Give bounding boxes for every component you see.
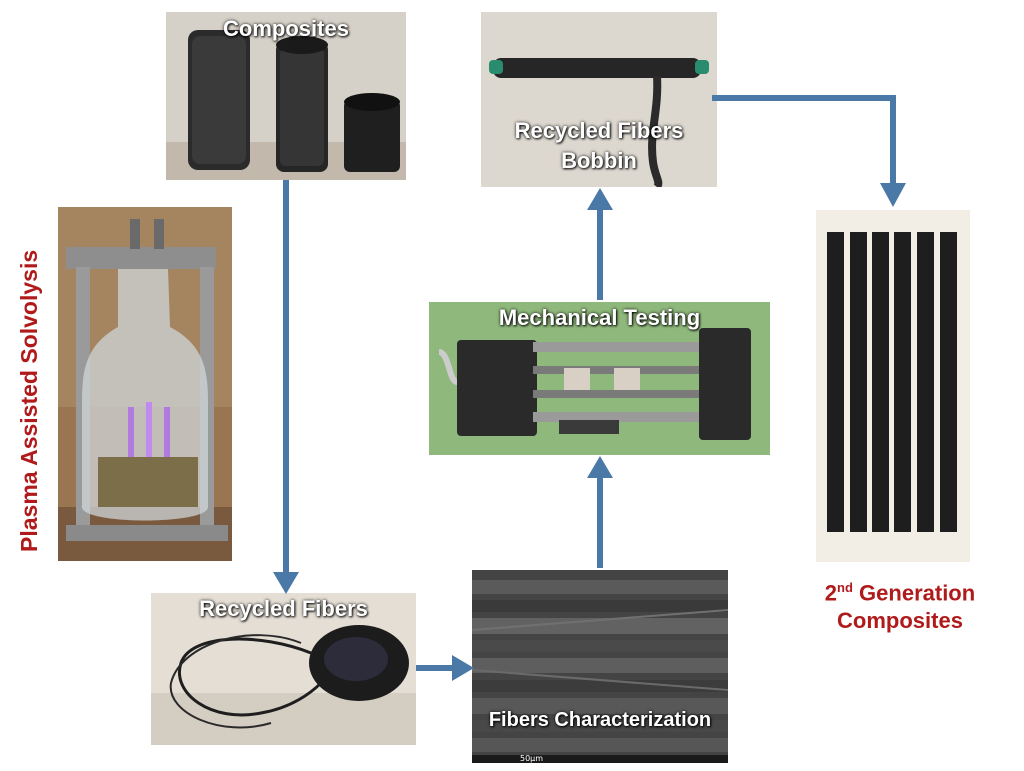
arrow-bobbin-to-second-generation (712, 95, 896, 185)
arrowhead-up-mechanical (587, 456, 613, 478)
mechanical-testing-label: Mechanical Testing (498, 305, 701, 330)
composites-image (166, 12, 406, 180)
bobbin-photo: Recycled Fibers Bobbin (481, 12, 717, 187)
generation-word: Generation (852, 580, 976, 606)
composite-strips-image (816, 210, 970, 562)
recycled-fibers-image (151, 593, 416, 745)
bobbin-label-line2: Bobbin (561, 148, 637, 173)
second-generation-label: 2nd Generation Composites (800, 574, 1000, 635)
second-generation-line1: 2nd Generation (800, 574, 1000, 607)
generation-superscript: nd (837, 580, 853, 595)
plasma-reactor-image (58, 207, 232, 561)
fibers-characterization-label: Fibers Characterization (488, 709, 712, 731)
plasma-reactor-photo (58, 207, 232, 561)
recycled-fibers-label: Recycled Fibers (199, 596, 368, 621)
generation-number: 2 (824, 580, 838, 606)
fibers-characterization-image: Fibers Characterization 50µm (472, 570, 728, 763)
arrowhead-down-second-generation (880, 183, 906, 207)
second-generation-composites-photo (816, 210, 970, 562)
arrowhead-down-composites (273, 572, 299, 594)
mechanical-testing-image (429, 302, 770, 455)
scale-bar-label: 50µm (520, 754, 544, 763)
sem-micrograph (472, 570, 728, 763)
bobbin-image (481, 12, 717, 187)
second-generation-line2: Composites (837, 608, 963, 634)
mechanical-testing-photo: Mechanical Testing (429, 302, 770, 455)
arrowhead-right-characterization (452, 655, 474, 681)
composites-photo: Composites (166, 12, 406, 180)
composites-label: Composites (223, 16, 349, 41)
arrowhead-up-bobbin (587, 188, 613, 210)
bobbin-label-line1: Recycled Fibers (514, 118, 684, 143)
recycled-fibers-photo: Recycled Fibers (151, 593, 416, 745)
